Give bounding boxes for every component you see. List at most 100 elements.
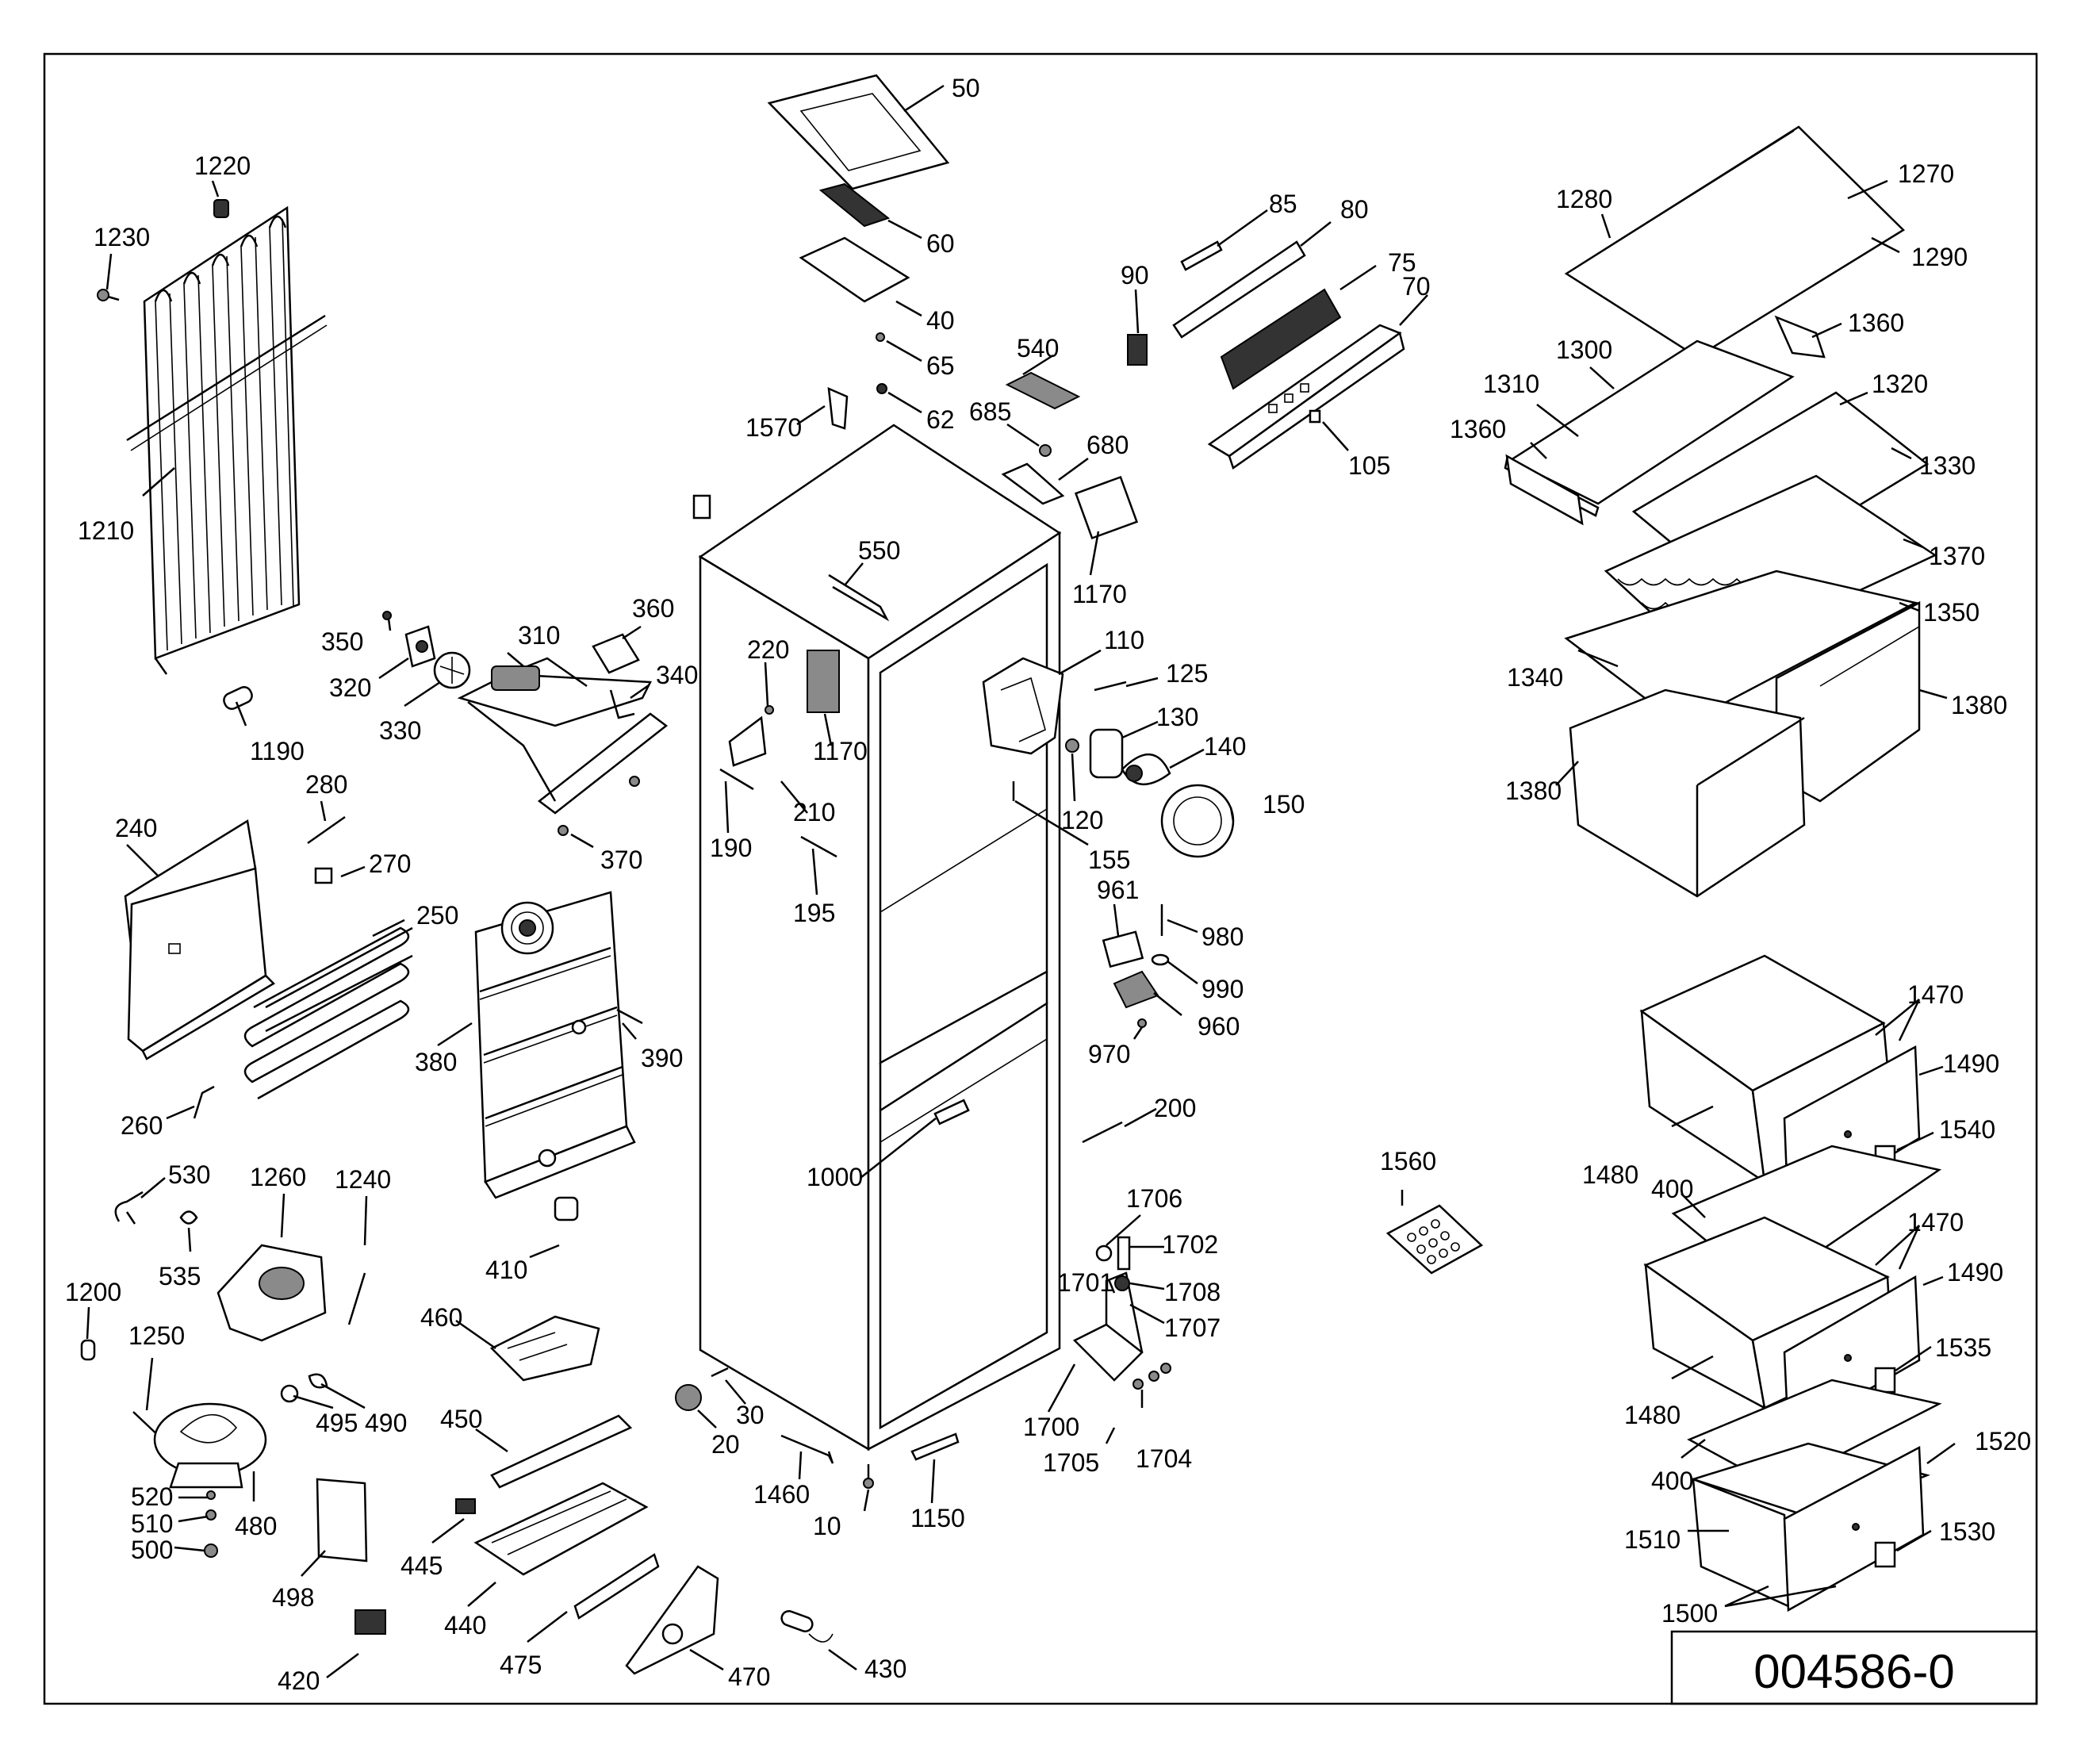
callout-p1310: 1310	[1483, 370, 1539, 398]
part-1170-panel-right	[1074, 475, 1139, 540]
callout-p1701: 1701	[1057, 1268, 1113, 1297]
callout-labels: 1220 1230 1210 1190 350 320 330 310 360 …	[65, 74, 2031, 1695]
part-685-icon	[1039, 444, 1052, 457]
callout-p125: 125	[1166, 659, 1208, 688]
callout-p370: 370	[600, 846, 642, 874]
drawing-code-box	[1670, 1630, 2038, 1705]
part-550-handle-icon	[828, 573, 890, 622]
part-1360-clip-a	[1774, 315, 1826, 359]
callout-p1702: 1702	[1162, 1230, 1218, 1259]
callout-p420: 420	[278, 1666, 320, 1695]
callout-p1290: 1290	[1911, 243, 1968, 271]
callout-p1300: 1300	[1556, 336, 1612, 364]
callout-p70: 70	[1402, 272, 1431, 301]
part-1270-glass-shelf	[1564, 125, 1906, 359]
part-1706-icon	[1095, 1244, 1113, 1262]
callout-p350: 350	[321, 627, 363, 656]
part-800-screw-icon	[629, 776, 640, 787]
callout-p190: 190	[710, 834, 752, 862]
callout-p130: 130	[1156, 703, 1198, 731]
part-130-motor	[1089, 728, 1124, 779]
callout-p270: 270	[369, 849, 411, 878]
callout-p1150: 1150	[910, 1504, 965, 1532]
callout-p1708: 1708	[1164, 1278, 1221, 1306]
callout-p65: 65	[926, 351, 955, 380]
callout-p990: 990	[1201, 975, 1244, 1003]
callout-p1530: 1530	[1939, 1517, 1995, 1546]
callout-p155: 155	[1088, 846, 1130, 874]
part-360-icon	[592, 633, 640, 674]
part-535-icon	[179, 1210, 198, 1225]
part-460-icon	[489, 1315, 600, 1382]
callout-p450: 450	[440, 1405, 482, 1433]
callout-p1500: 1500	[1661, 1599, 1718, 1628]
callout-p90: 90	[1121, 261, 1149, 290]
part-195-icon	[800, 835, 837, 858]
part-961-icon	[1102, 930, 1144, 968]
callout-p120: 120	[1061, 806, 1103, 834]
callout-p1360a: 1360	[1848, 309, 1904, 337]
callout-p495: 495	[316, 1409, 358, 1437]
callout-p330: 330	[379, 716, 421, 745]
callout-p310: 310	[518, 621, 560, 650]
part-1240-icon	[347, 1272, 366, 1325]
callout-p1380b: 1380	[1505, 777, 1562, 805]
callout-p1460: 1460	[753, 1480, 810, 1509]
callout-p20: 20	[711, 1430, 740, 1459]
callout-p1510: 1510	[1624, 1525, 1681, 1554]
callout-p475: 475	[500, 1651, 542, 1679]
callout-p970: 970	[1088, 1040, 1130, 1068]
callout-p1490a: 1490	[1943, 1049, 1999, 1078]
part-62-icon	[876, 383, 887, 394]
part-50-icon	[767, 74, 950, 190]
callout-p1000: 1000	[807, 1163, 863, 1191]
part-1340-glass-shelf	[1564, 569, 1918, 727]
part-1460-icon	[780, 1434, 834, 1464]
part-75-display	[1220, 288, 1342, 390]
callout-p1280: 1280	[1556, 185, 1612, 213]
part-410-icon	[554, 1196, 579, 1221]
callout-p60: 60	[926, 229, 955, 258]
callout-p961: 961	[1097, 876, 1139, 904]
part-970-icon	[1137, 1018, 1147, 1028]
part-120-icon	[1065, 738, 1079, 753]
callout-p360: 360	[632, 594, 674, 623]
callout-p10: 10	[813, 1512, 841, 1540]
part-1708-icon	[1114, 1275, 1130, 1291]
part-240-cover	[124, 819, 276, 1060]
callout-p50: 50	[952, 74, 980, 102]
callout-p1480b: 1480	[1624, 1401, 1681, 1429]
callout-p540: 540	[1017, 334, 1059, 362]
part-125-icon	[1094, 681, 1127, 692]
callout-p110: 110	[1104, 626, 1144, 654]
callout-p105: 105	[1348, 451, 1390, 480]
part-1000-handle-icon	[933, 1099, 970, 1126]
callout-p62: 62	[926, 405, 955, 434]
callout-p1260: 1260	[250, 1163, 306, 1191]
callout-p480: 480	[235, 1512, 277, 1540]
callout-p1330: 1330	[1919, 451, 1976, 480]
part-390-screw-icon	[616, 1008, 643, 1025]
callout-p1535: 1535	[1935, 1333, 1991, 1362]
part-440-icon	[473, 1482, 649, 1576]
callout-p1210: 1210	[78, 516, 134, 545]
callout-p550: 550	[858, 536, 900, 565]
callout-p340: 340	[656, 661, 698, 689]
part-140-fan-icon	[1121, 754, 1171, 786]
callout-p1706: 1706	[1126, 1184, 1182, 1213]
part-40-icon	[799, 236, 910, 303]
part-210-icon	[728, 715, 767, 767]
callout-p1480a: 1480	[1582, 1160, 1638, 1189]
callout-p500: 500	[131, 1536, 173, 1564]
callout-p210: 210	[793, 798, 835, 826]
callout-p490: 490	[365, 1409, 407, 1437]
callout-p530: 530	[168, 1160, 210, 1189]
callout-p1704: 1704	[1136, 1444, 1192, 1473]
callout-p1490b: 1490	[1947, 1258, 2003, 1287]
part-330-fan-icon	[433, 651, 471, 689]
part-1190-icon	[223, 686, 253, 710]
part-1702-icon	[1117, 1236, 1131, 1271]
callout-p400a: 400	[1651, 1175, 1693, 1203]
part-990-icon	[1151, 953, 1170, 966]
